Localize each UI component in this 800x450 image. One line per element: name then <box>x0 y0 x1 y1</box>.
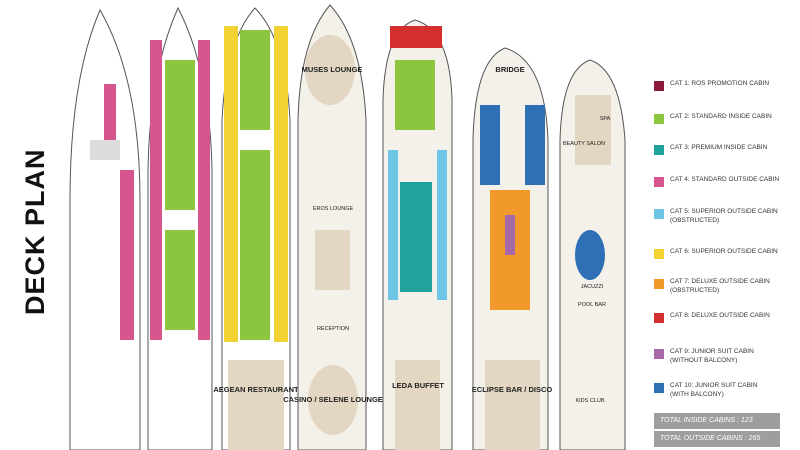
legend-label: CAT 9: JUNIOR SUIT CABIN (WITHOUT BALCON… <box>670 348 754 364</box>
legend-item: CAT 1: ROS PROMOTION CABIN <box>654 80 769 91</box>
deck-label: BEAUTY SALON <box>563 141 605 147</box>
deck-label: SPA <box>600 116 611 122</box>
total-inside-cabins: TOTAL INSIDE CABINS : 123 <box>654 413 780 429</box>
deck-label: CASINO / SELENE LOUNGE <box>283 395 383 404</box>
cabin-block-yellow[interactable] <box>274 26 288 342</box>
legend-swatch <box>654 209 664 219</box>
legend-label: CAT 7: DELUXE OUTSIDE CABIN (OBSTRUCTED) <box>670 278 770 294</box>
cabin-block-pink[interactable] <box>120 170 134 340</box>
legend-item: CAT 4: STANDARD OUTSIDE CABIN <box>654 176 779 187</box>
deck-5: LEDA BUFFET <box>382 19 453 450</box>
legend-swatch <box>654 81 664 91</box>
legend-label: CAT 2: STANDARD INSIDE CABIN <box>670 113 772 120</box>
total-outside-cabins: TOTAL OUTSIDE CABINS : 265 <box>654 431 780 447</box>
legend-swatch <box>654 114 664 124</box>
legend-label: CAT 6: SUPERIOR OUTSIDE CABIN <box>670 248 778 255</box>
deck-label: BRIDGE <box>495 65 524 74</box>
cabin-block-lightblue[interactable] <box>388 150 398 300</box>
legend-label: CAT 1: ROS PROMOTION CABIN <box>670 80 770 87</box>
legend-item: CAT 5: SUPERIOR OUTSIDE CABIN (OBSTRUCTE… <box>654 208 778 225</box>
legend-swatch <box>654 313 664 323</box>
deck-4: MUSES LOUNGE CASINO / SELENE LOUNGE RECE… <box>283 4 383 450</box>
deck-plan-map: AEGEAN RESTAURANT MUSES LOUNGE CASINO / … <box>69 4 626 450</box>
deck-6: BRIDGE ECLIPSE BAR / DISCO <box>472 47 553 450</box>
cabin-block-blue[interactable] <box>525 105 545 185</box>
deck-label: MUSES LOUNGE <box>302 65 363 74</box>
deck-label: JACUZZI <box>581 284 604 290</box>
legend-item: CAT 7: DELUXE OUTSIDE CABIN (OBSTRUCTED) <box>654 278 770 295</box>
legend-item: CAT 3: PREMIUM INSIDE CABIN <box>654 144 767 155</box>
legend-item: CAT 8: DELUXE OUTSIDE CABIN <box>654 312 770 323</box>
cabin-block-green[interactable] <box>240 30 270 130</box>
legend-swatch <box>654 383 664 393</box>
cabin-block-green[interactable] <box>240 150 270 340</box>
legend-item: CAT 10: JUNIOR SUIT CABIN (WITH BALCONY) <box>654 382 757 399</box>
legend-item: CAT 9: JUNIOR SUIT CABIN (WITHOUT BALCON… <box>654 348 754 365</box>
deck-label: POOL BAR <box>578 302 606 308</box>
cabin-block-purple[interactable] <box>505 215 515 255</box>
cabin-block-teal[interactable] <box>400 182 432 292</box>
cabin-block-pink[interactable] <box>150 40 162 340</box>
deck-label: RECEPTION <box>317 326 349 332</box>
legend-item: CAT 6: SUPERIOR OUTSIDE CABIN <box>654 248 778 259</box>
legend-swatch <box>654 279 664 289</box>
deck-2 <box>147 6 213 450</box>
deck-label: KIDS CLUB <box>575 398 604 404</box>
deck-1 <box>69 8 141 450</box>
legend-label: CAT 10: JUNIOR SUIT CABIN (WITH BALCONY) <box>670 382 758 398</box>
cabin-block-lightblue[interactable] <box>437 150 447 300</box>
cabin-block-green[interactable] <box>165 60 195 210</box>
legend-swatch <box>654 177 664 187</box>
cabin-block-green[interactable] <box>395 60 435 130</box>
legend-swatch <box>654 349 664 359</box>
legend-swatch <box>654 249 664 259</box>
legend-label: CAT 3: PREMIUM INSIDE CABIN <box>670 144 768 151</box>
deck-label: ECLIPSE BAR / DISCO <box>472 385 553 394</box>
deck-3: AEGEAN RESTAURANT <box>213 7 299 450</box>
cabin-block-pink[interactable] <box>198 40 210 340</box>
cabin-block-yellow[interactable] <box>224 26 238 342</box>
legend-item: CAT 2: STANDARD INSIDE CABIN <box>654 113 772 124</box>
legend-label: CAT 4: STANDARD OUTSIDE CABIN <box>670 176 780 183</box>
cabin-block-pink[interactable] <box>104 84 116 144</box>
cabin-block-blue[interactable] <box>480 105 500 185</box>
legend-label: CAT 5: SUPERIOR OUTSIDE CABIN (OBSTRUCTE… <box>670 208 778 224</box>
legend-swatch <box>654 145 664 155</box>
cabin-block-red[interactable] <box>390 26 442 48</box>
deck-7: SPA BEAUTY SALON JACUZZI POOL BAR KIDS C… <box>559 59 626 450</box>
legend-label: CAT 8: DELUXE OUTSIDE CABIN <box>670 312 770 319</box>
deck-label: LEDA BUFFET <box>392 381 444 390</box>
deck-label: EROS LOUNGE <box>313 206 354 212</box>
cabin-block-green[interactable] <box>165 230 195 330</box>
deck-label: AEGEAN RESTAURANT <box>213 385 299 394</box>
